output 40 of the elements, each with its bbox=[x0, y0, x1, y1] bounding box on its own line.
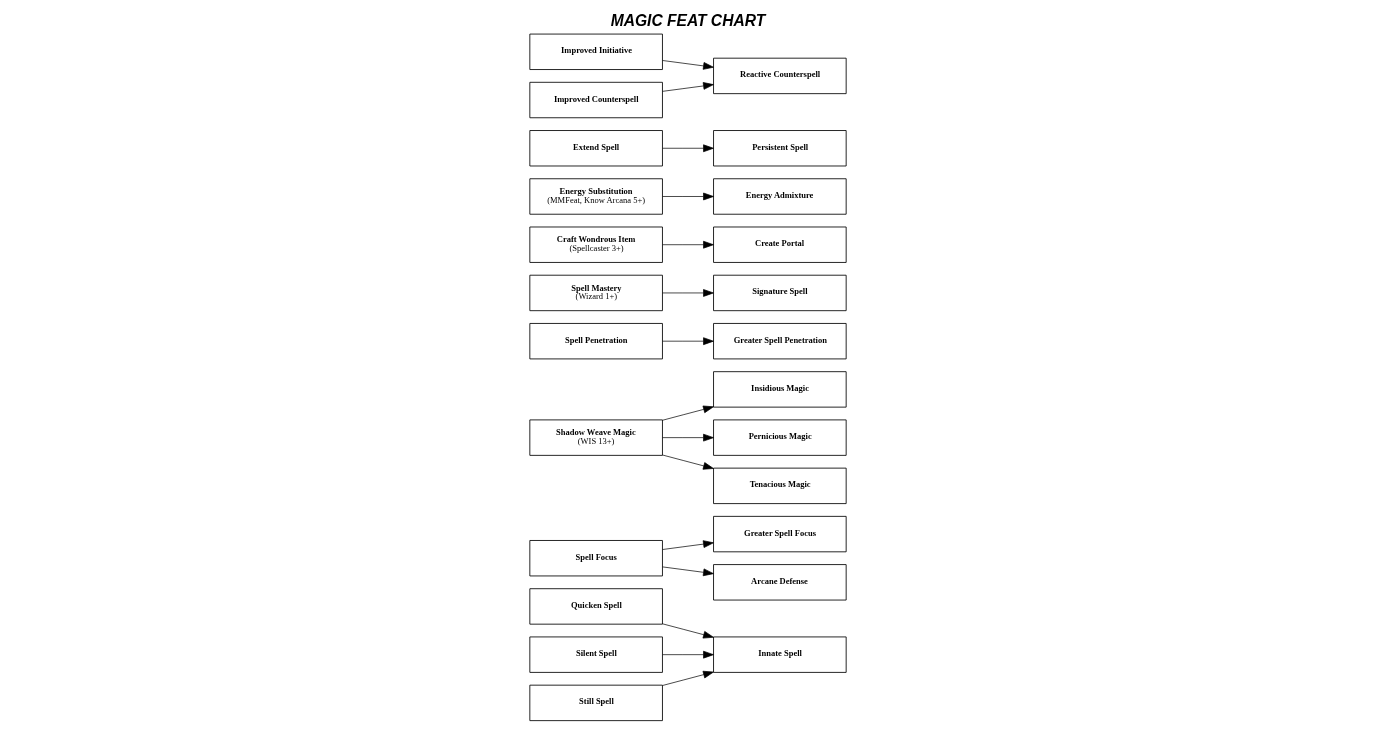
node-box: Energy Admixture bbox=[713, 178, 847, 215]
arrow bbox=[662, 670, 714, 686]
node-box: Energy Substitution (MMFeat, Know Arcana 5+) bbox=[529, 178, 663, 215]
arrow bbox=[662, 144, 714, 153]
node-box: Spell Penetration bbox=[529, 323, 663, 360]
node-box: Improved Initiative bbox=[529, 33, 663, 70]
arrow bbox=[662, 289, 714, 297]
arrow bbox=[662, 540, 714, 550]
node-box: Innate Spell bbox=[713, 636, 847, 673]
node-box: Spell Mastery (Wizard 1+) bbox=[529, 274, 663, 312]
node-box: Quicken Spell bbox=[529, 588, 663, 625]
node-box: Create Portal bbox=[713, 226, 847, 263]
arrow bbox=[662, 60, 714, 70]
node-box: Insidious Magic bbox=[713, 371, 847, 408]
node-box: Greater Spell Penetration bbox=[713, 323, 847, 360]
arrow bbox=[662, 433, 714, 442]
node-box: Reactive Counterspell bbox=[713, 57, 847, 95]
arrow bbox=[662, 405, 714, 421]
node-box: Still Spell bbox=[529, 684, 663, 722]
node-box: Shadow Weave Magic (WIS 13+) bbox=[529, 419, 663, 456]
node-box: Pernicious Magic bbox=[713, 419, 847, 456]
arrow bbox=[662, 82, 714, 92]
diagram-title: MAGIC FEAT CHART bbox=[610, 11, 766, 29]
node-box: Extend Spell bbox=[529, 130, 663, 167]
node-box: Improved Counterspell bbox=[529, 81, 663, 119]
node-box: Silent Spell bbox=[529, 636, 663, 673]
arrow bbox=[662, 337, 714, 345]
arrow bbox=[662, 623, 714, 639]
node-box: Greater Spell Focus bbox=[713, 515, 847, 553]
arrow bbox=[662, 240, 714, 249]
arrow bbox=[662, 650, 714, 659]
arrow bbox=[662, 566, 714, 577]
node-box: Persistent Spell bbox=[713, 130, 847, 167]
node-box: Signature Spell bbox=[713, 274, 847, 312]
node-box: Craft Wondrous Item (Spellcaster 3+) bbox=[529, 226, 663, 263]
arrow bbox=[662, 192, 714, 201]
node-box: Tenacious Magic bbox=[713, 467, 847, 504]
arrow bbox=[662, 454, 714, 470]
node-box: Spell Focus bbox=[529, 540, 663, 577]
node-box: Arcane Defense bbox=[713, 564, 847, 601]
